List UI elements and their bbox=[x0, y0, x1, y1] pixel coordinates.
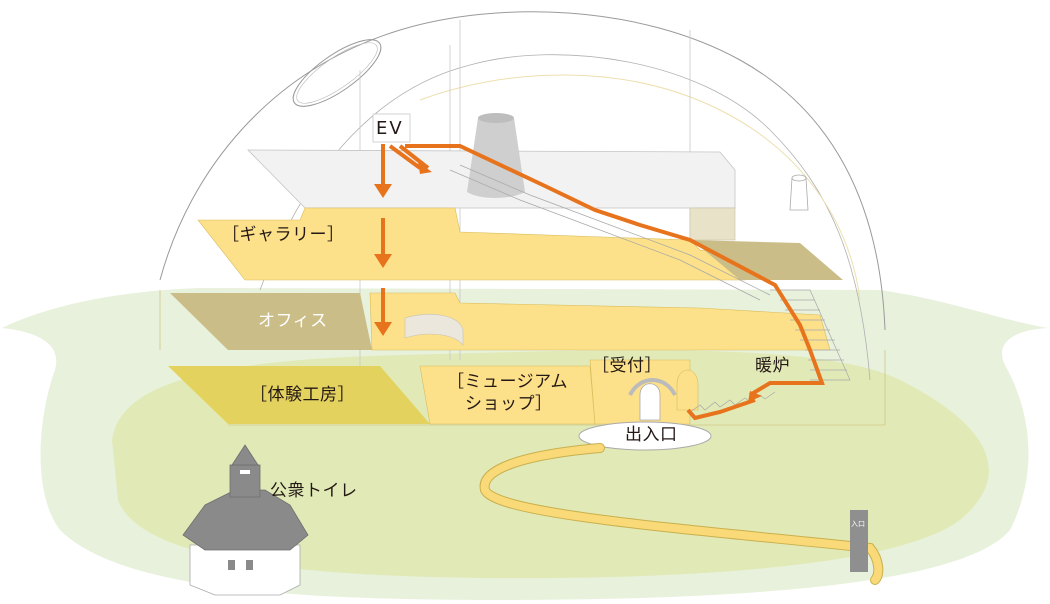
workshop-label: ［体験工房］ bbox=[250, 385, 355, 405]
reception-label: ［受付］ bbox=[592, 356, 662, 376]
gallery-khaki bbox=[692, 240, 843, 280]
office-floor bbox=[170, 293, 372, 350]
ev-label: EV bbox=[376, 118, 404, 139]
fireplace-arch bbox=[676, 369, 699, 411]
dome-outline bbox=[159, 11, 886, 331]
museum-shop-label-line2: ショップ］ bbox=[465, 394, 553, 414]
entrance-pad bbox=[578, 421, 712, 451]
public-toilet-label: 公衆トイレ bbox=[270, 481, 358, 501]
workshop-floor bbox=[168, 366, 430, 424]
gallery-label: ［ギャラリー］ bbox=[222, 225, 345, 245]
fireplace-label: 暖炉 bbox=[755, 356, 790, 376]
museum-shop-label-line1: ［ミュージアム bbox=[447, 372, 568, 392]
chimney-large bbox=[467, 113, 525, 198]
skylight bbox=[292, 39, 382, 107]
entrance-sign bbox=[850, 510, 868, 572]
stairs bbox=[449, 164, 851, 413]
visitor-route bbox=[381, 144, 825, 421]
entrance-label: 出入口 bbox=[625, 425, 678, 445]
office-label: オフィス bbox=[258, 311, 328, 331]
ev-shaft bbox=[372, 113, 411, 143]
public-toilet-building bbox=[182, 444, 309, 596]
chimney-small bbox=[789, 177, 809, 211]
entrance-sign-text: 入口 bbox=[851, 520, 865, 528]
